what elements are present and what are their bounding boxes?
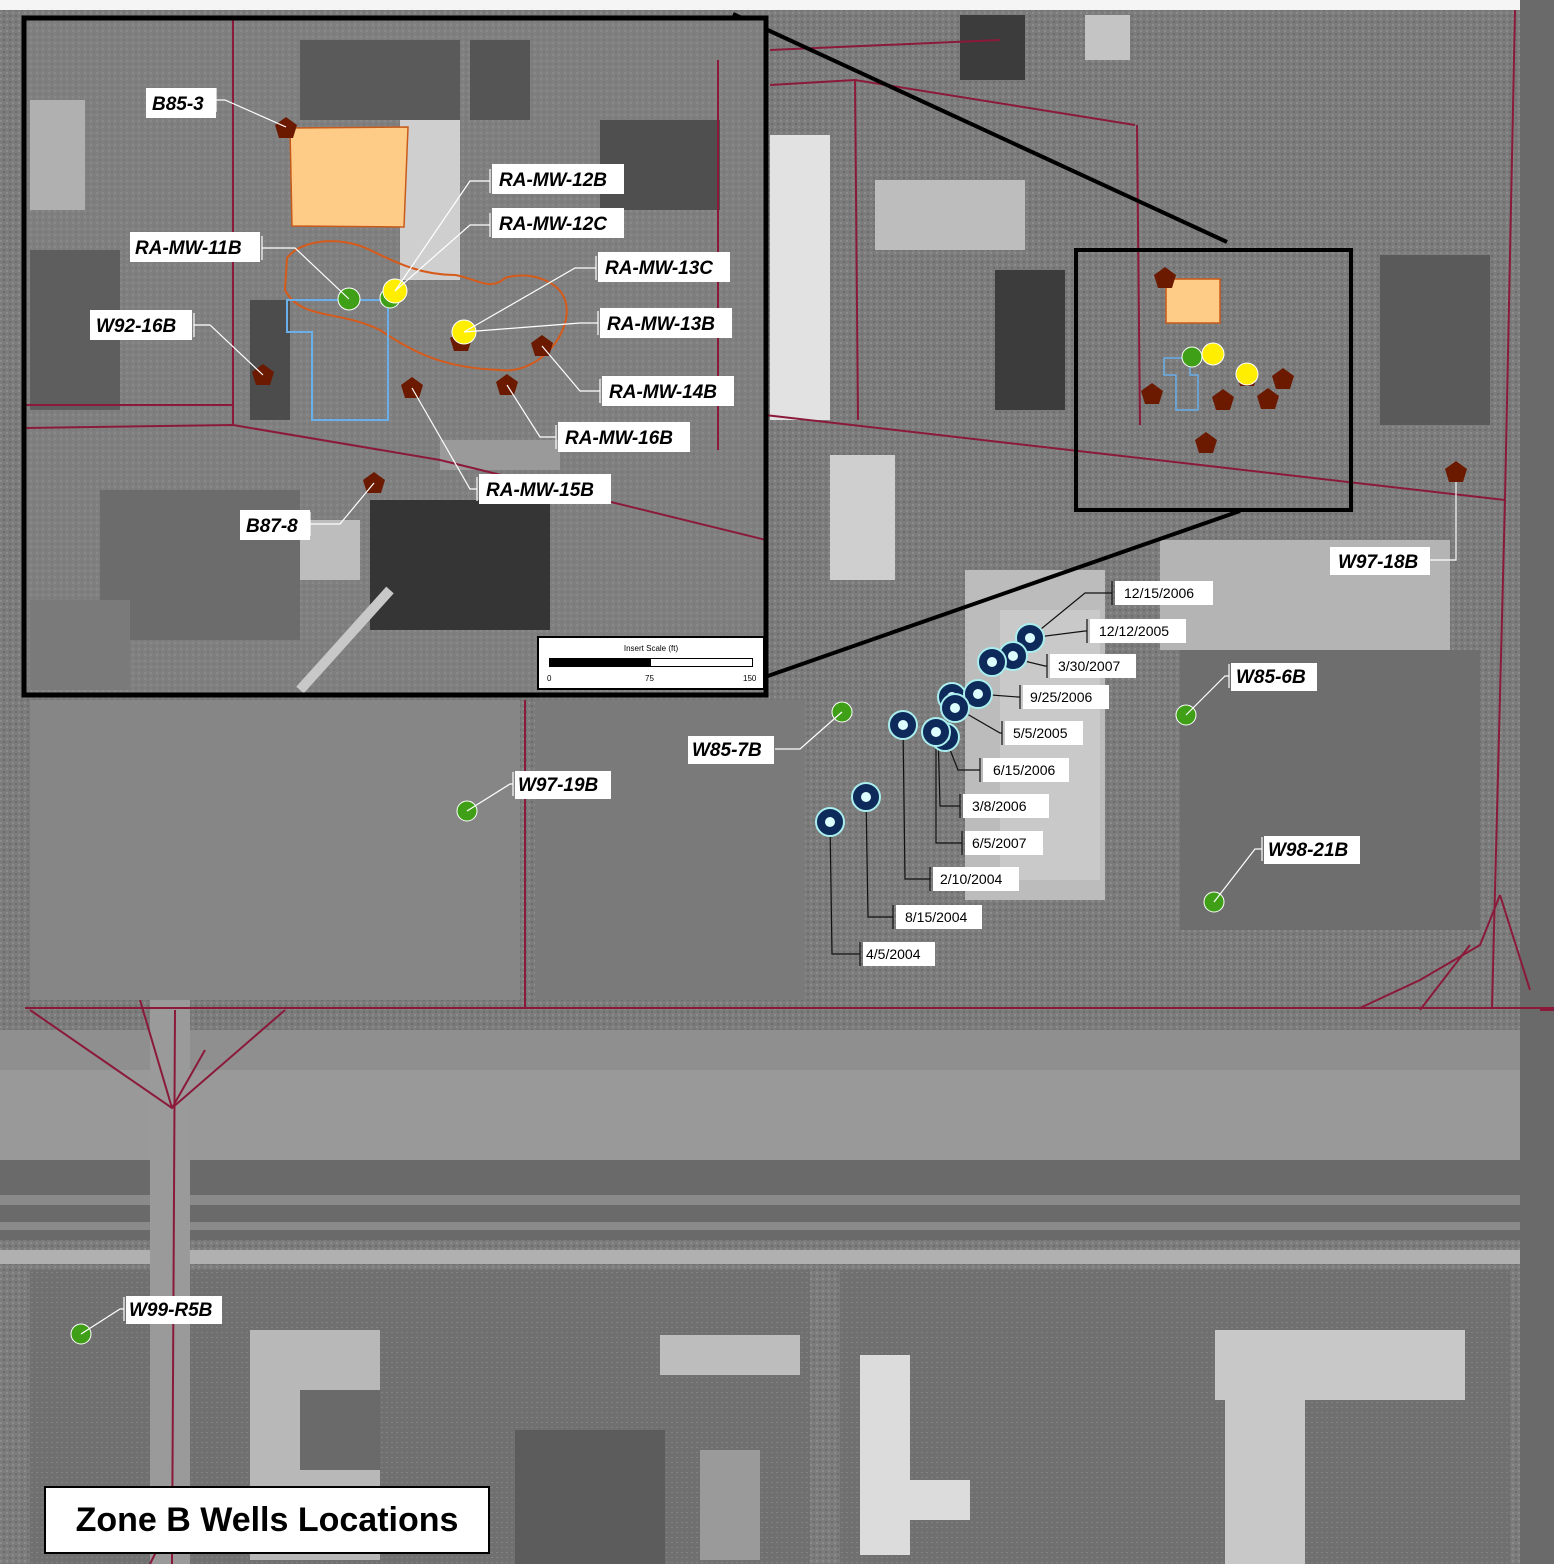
parcel-lines [25,9,1554,1564]
well-w97-18b-marker[interactable] [1445,461,1467,482]
label-w97-18b: W97-18B [1338,552,1419,573]
date-label-2-10-2004: 2/10/2004 [940,871,1002,887]
label-ra-mw-15b: RA-MW-15B [486,480,594,501]
label-b85-3: B85-3 [152,94,204,115]
label-w92-16b: W92-16B [96,316,177,337]
scale-tick-150: 150 [743,674,757,683]
label-w98-21b: W98-21B [1268,840,1349,861]
date-label-4-5-2004: 4/5/2004 [866,946,921,962]
label-ra-mw-12b: RA-MW-12B [499,170,607,191]
zoom-connector-lines [732,12,1241,679]
scale-bar: Insert Scale (ft) 0 75 150 [537,636,765,690]
label-b87-8: B87-8 [246,516,298,537]
date-label-6-5-2007: 6/5/2007 [972,835,1027,851]
date-label-12-15-2006: 12/15/2006 [1124,585,1194,601]
date-label-6-15-2006: 6/15/2006 [993,762,1055,778]
date-label-5-5-2005: 5/5/2005 [1013,725,1068,741]
map-title-box: Zone B Wells Locations [44,1486,490,1554]
scale-title: Insert Scale (ft) [623,644,679,653]
label-w99-r5b: W99-R5B [129,1300,213,1321]
label-ra-mw-13b: RA-MW-13B [607,314,715,335]
date-label-3-30-2007: 3/30/2007 [1058,658,1120,674]
date-label-3-8-2006: 3/8/2006 [972,798,1027,814]
scale-tick-0: 0 [547,674,552,683]
date-labels: 12/15/2006 12/12/2005 3/30/2007 9/25/200… [863,581,1213,966]
map-title: Zone B Wells Locations [75,1500,459,1539]
zoom-extent-box [1074,248,1353,512]
date-label-8-15-2004: 8/15/2004 [905,909,967,925]
date-label-12-12-2005: 12/12/2005 [1099,623,1169,639]
zoom-box-features [1141,267,1294,453]
label-ra-mw-11b: RA-MW-11B [135,238,242,259]
label-w85-6b: W85-6B [1236,667,1306,688]
scale-tick-75: 75 [645,674,654,683]
inset-map[interactable]: B85-3 RA-MW-12B RA-MW-12C RA-MW-11B RA-M… [21,15,769,698]
date-label-9-25-2006: 9/25/2006 [1030,689,1092,705]
label-ra-mw-14b: RA-MW-14B [609,382,717,403]
date-markers[interactable] [815,623,1045,837]
label-w97-19b: W97-19B [518,775,599,796]
label-ra-mw-13c: RA-MW-13C [605,258,713,279]
scale-bar-graphic [549,658,753,667]
label-ra-mw-16b: RA-MW-16B [565,428,673,449]
label-w85-7b: W85-7B [692,740,762,761]
label-ra-mw-12c: RA-MW-12C [499,214,607,235]
main-well-labels: W97-18B W85-6B W85-7B W97-19B W98-21B W9… [126,547,1430,1324]
scale-bar-fill [550,659,651,666]
